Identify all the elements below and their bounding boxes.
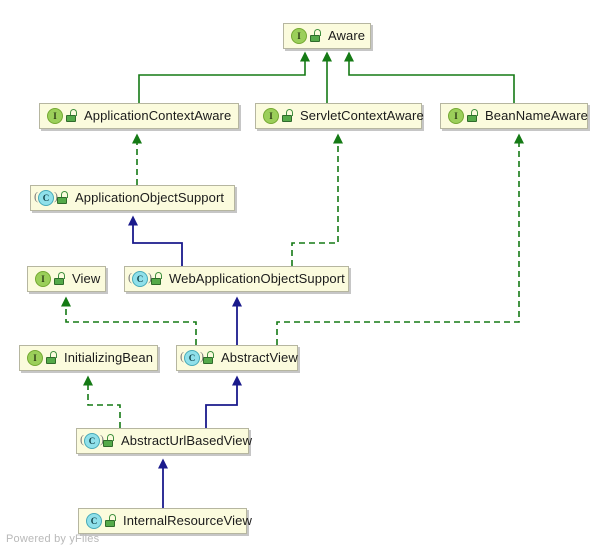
node-label: InitializingBean [64, 350, 154, 365]
node-abstractview[interactable]: C AbstractView [176, 345, 298, 371]
node-label: AbstractView [221, 350, 298, 365]
node-label: Aware [328, 28, 366, 43]
node-label: InternalResourceView [123, 513, 252, 528]
lock-icon [46, 351, 58, 365]
node-beannameaware[interactable]: I BeanNameAware [440, 103, 588, 129]
node-applicationobjectsupport[interactable]: C ApplicationObjectSupport [30, 185, 235, 211]
watermark: Powered by yFiles [6, 533, 100, 545]
node-label: AbstractUrlBasedView [121, 433, 253, 448]
edge-applicationcontextaware-to-aware [138, 51, 310, 103]
edge-abstractview-implements-beannameaware [276, 133, 524, 345]
class-icon: C [80, 432, 104, 449]
lock-icon [103, 434, 115, 448]
interface-icon: I [263, 108, 279, 124]
lock-icon [310, 29, 322, 43]
lock-icon [151, 272, 163, 286]
lock-icon [467, 109, 479, 123]
lock-icon [66, 109, 78, 123]
lock-icon [54, 272, 66, 286]
edge-abstracturlbasedview-extends-abstractview [205, 375, 242, 428]
node-label: BeanNameAware [485, 108, 588, 123]
node-initializingbean[interactable]: I InitializingBean [19, 345, 158, 371]
node-abstracturlbasedview[interactable]: C AbstractUrlBasedView [76, 428, 253, 454]
node-label: ServletContextAware [300, 108, 424, 123]
node-view[interactable]: I View [27, 266, 106, 292]
node-servletcontextaware[interactable]: I ServletContextAware [255, 103, 424, 129]
edge-beannameaware-to-aware [344, 51, 515, 103]
class-icon: C [128, 270, 152, 287]
lock-icon [57, 191, 69, 205]
interface-icon: I [291, 28, 307, 44]
interface-icon: I [448, 108, 464, 124]
node-webapplicationobjectsupport[interactable]: C WebApplicationObjectSupport [124, 266, 349, 292]
node-label: View [72, 271, 101, 286]
node-label: WebApplicationObjectSupport [169, 271, 345, 286]
node-aware[interactable]: I Aware [283, 23, 371, 49]
edge-abstractview-implements-view [61, 296, 197, 345]
edge-webapplicationobjectsupport-implements-servletcontextaware [291, 133, 343, 266]
lock-icon [282, 109, 294, 123]
lock-icon [203, 351, 215, 365]
edge-webapplicationobjectsupport-extends-applicationobjectsupport [128, 215, 183, 266]
node-internalresourceview[interactable]: C InternalResourceView [78, 508, 252, 534]
class-icon: C [34, 189, 58, 206]
class-icon: C [86, 513, 102, 529]
interface-icon: I [47, 108, 63, 124]
interface-icon: I [35, 271, 51, 287]
class-icon: C [180, 349, 204, 366]
interface-icon: I [27, 350, 43, 366]
edge-abstracturlbasedview-implements-initializingbean [83, 375, 121, 428]
node-label: ApplicationObjectSupport [75, 190, 225, 205]
lock-icon [105, 514, 117, 528]
node-label: ApplicationContextAware [84, 108, 232, 123]
node-applicationcontextaware[interactable]: I ApplicationContextAware [39, 103, 239, 129]
